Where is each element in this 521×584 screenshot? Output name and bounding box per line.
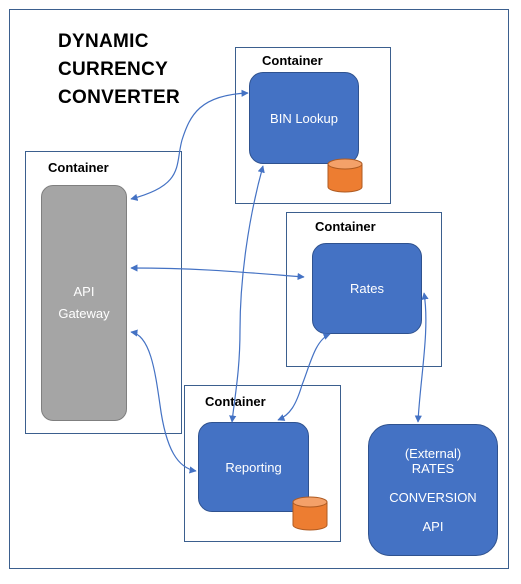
external-api-line-2: RATES xyxy=(411,461,455,476)
connector-rates-external-api xyxy=(414,292,429,423)
rates-container-label: Container xyxy=(315,219,376,234)
connector-rates-reporting xyxy=(277,333,331,421)
bin-lookup-label: BIN Lookup xyxy=(270,110,338,126)
reporting-service[interactable]: Reporting xyxy=(198,422,309,512)
api-gateway-service[interactable]: API Gateway xyxy=(41,185,127,421)
bin-lookup-container: Container BIN Lookup xyxy=(235,47,391,204)
external-api-line-4: API xyxy=(422,519,444,534)
bin-lookup-container-label: Container xyxy=(262,53,323,68)
connector-gateway-rates xyxy=(130,264,305,281)
connector-gateway-reporting xyxy=(130,329,197,474)
rates-label: Rates xyxy=(350,281,384,296)
external-rates-conversion-api[interactable]: (External) RATES CONVERSION API xyxy=(368,424,498,556)
api-gateway-label-line-2: Gateway xyxy=(58,306,110,321)
database-cylinder-icon xyxy=(292,496,328,531)
database-cylinder-icon xyxy=(327,158,363,193)
reporting-label: Reporting xyxy=(225,459,282,475)
rates-service[interactable]: Rates xyxy=(312,243,422,334)
diagram-frame xyxy=(9,9,509,569)
external-api-line-3: CONVERSION xyxy=(389,490,477,505)
connector-gateway-bin-lookup xyxy=(130,89,249,201)
api-gateway-container-label: Container xyxy=(48,160,109,175)
title-line-2: CURRENCY xyxy=(58,59,169,80)
title-line-1: DYNAMIC xyxy=(58,31,149,52)
api-gateway-label: API Gateway xyxy=(58,281,109,325)
connector-bin-lookup-reporting xyxy=(229,165,265,423)
bin-lookup-service[interactable]: BIN Lookup xyxy=(249,72,359,164)
api-gateway-label-line-1: API xyxy=(73,284,95,299)
external-api-line-1: (External) xyxy=(404,446,462,461)
